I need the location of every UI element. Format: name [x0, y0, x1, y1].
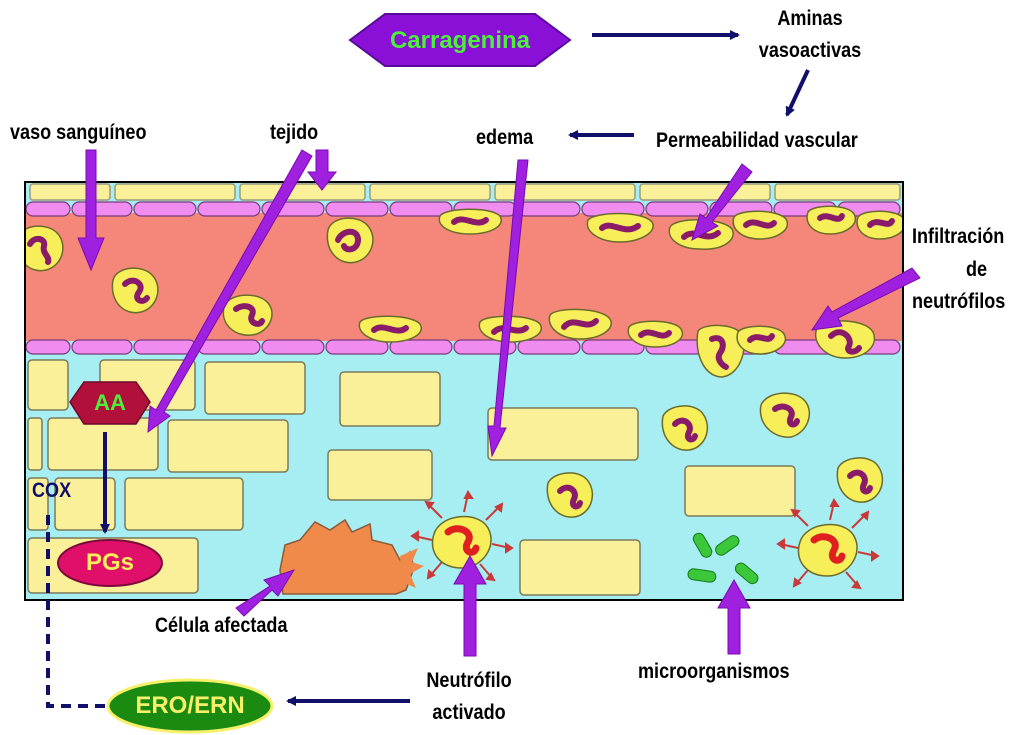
permeabilidad-label: Permeabilidad vascular	[656, 128, 858, 153]
microorganismos-label: microorganismos	[638, 659, 790, 684]
neutrofilo-label-line1: Neutrófilo	[422, 668, 517, 693]
pgs-label: PGs	[68, 549, 152, 577]
cox-label: COX	[32, 478, 71, 503]
celula-afectada-label: Célula afectada	[155, 613, 288, 638]
top-tissue-cells	[30, 184, 900, 200]
aminas-label-line2: vasoactivas	[754, 38, 866, 63]
tissue-panel	[17, 182, 905, 600]
edema-label: edema	[476, 125, 533, 150]
ero-ern-label: ERO/ERN	[118, 692, 262, 720]
infiltracion-label-line2: de	[966, 257, 987, 282]
aminas-label-line1: Aminas	[767, 6, 853, 31]
infiltracion-label-line1: Infiltración	[912, 224, 1004, 249]
infiltracion-label-line3: neutrófilos	[912, 289, 1005, 314]
carragenina-label: Carragenina	[370, 27, 550, 55]
neutrofilo-label-line2: activado	[422, 700, 517, 725]
aa-label: AA	[80, 390, 140, 416]
tejido-label: tejido	[270, 120, 318, 145]
vaso-sanguineo-label: vaso sanguíneo	[10, 120, 146, 145]
